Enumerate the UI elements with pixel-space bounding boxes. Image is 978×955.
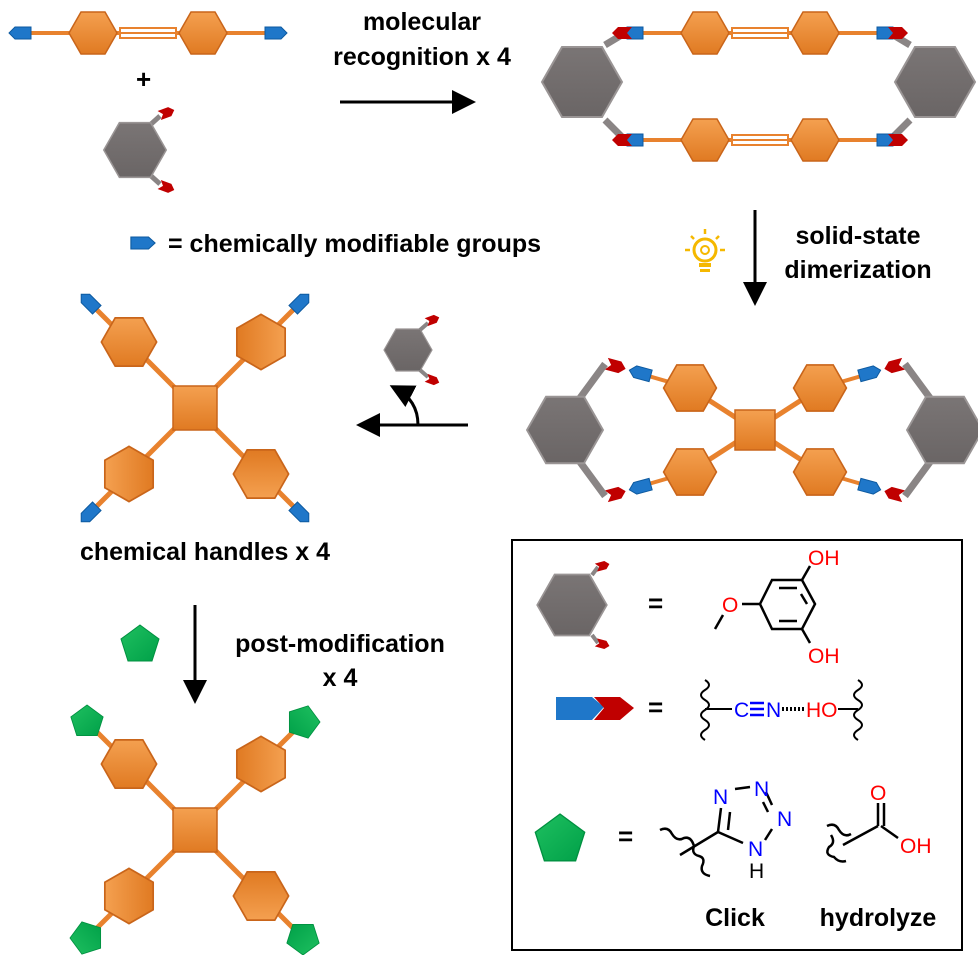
acid-oh: OH [900,835,932,858]
tetrazole-nh-h: H [749,860,764,883]
step3-label-line2: x 4 [323,664,358,692]
green-pentagon-icon [120,624,160,662]
nitrile-n: N [766,699,781,722]
handles-label: chemical handles x 4 [80,538,330,566]
modifiable-groups-label: = chemically modifiable groups [168,230,541,258]
legend-equals-2: = [648,692,663,722]
linear-linker [9,12,287,54]
hydrolyze-label: hydrolyze [820,904,937,932]
step1-label-line2: recognition x 4 [333,43,511,71]
triple-bond [750,701,764,717]
step1-label-line1: molecular [363,8,481,36]
click-label: Click [705,904,765,932]
dimer-complex [527,358,978,502]
step3-label-line1: post-modification [235,630,445,658]
gray-coformer [103,105,176,195]
methoxy-o: O [722,594,738,617]
lightbulb-icon [685,229,725,272]
acid-carbonyl-o: O [870,782,886,805]
step2-label-line2: dimerization [784,256,931,284]
resorcinol-structure [713,565,817,644]
legend-equals-3: = [618,821,633,851]
released-coformer [383,313,441,387]
tetrazole-n3: N [777,808,792,831]
wavy-bond-icon [700,679,863,741]
tetrazole-n1: N [713,786,728,809]
legend-gray-coformer-icon [536,559,611,651]
hydroxyl-ho: HO [806,699,838,722]
blue-tip-icon [130,236,156,250]
legend-synthon-icon [556,697,634,720]
oh-bottom: OH [808,645,840,668]
tetrazole-nh-n: N [748,838,763,861]
step2-label-line1: solid-state [795,222,920,250]
release-curved-arrow [389,385,420,426]
oh-top: OH [808,547,840,570]
nitrile-c: C [734,699,749,722]
tetrazole-n2: N [754,778,769,801]
tetramer-green-modified [70,705,320,955]
tetramer-blue-handles [77,290,313,526]
plus-sign: + [136,64,151,94]
legend-box: = OH OH O = C N HO [511,539,963,951]
legend-equals-1: = [648,588,663,618]
macrocycle [541,12,976,161]
tetrazole-structure [659,785,899,878]
